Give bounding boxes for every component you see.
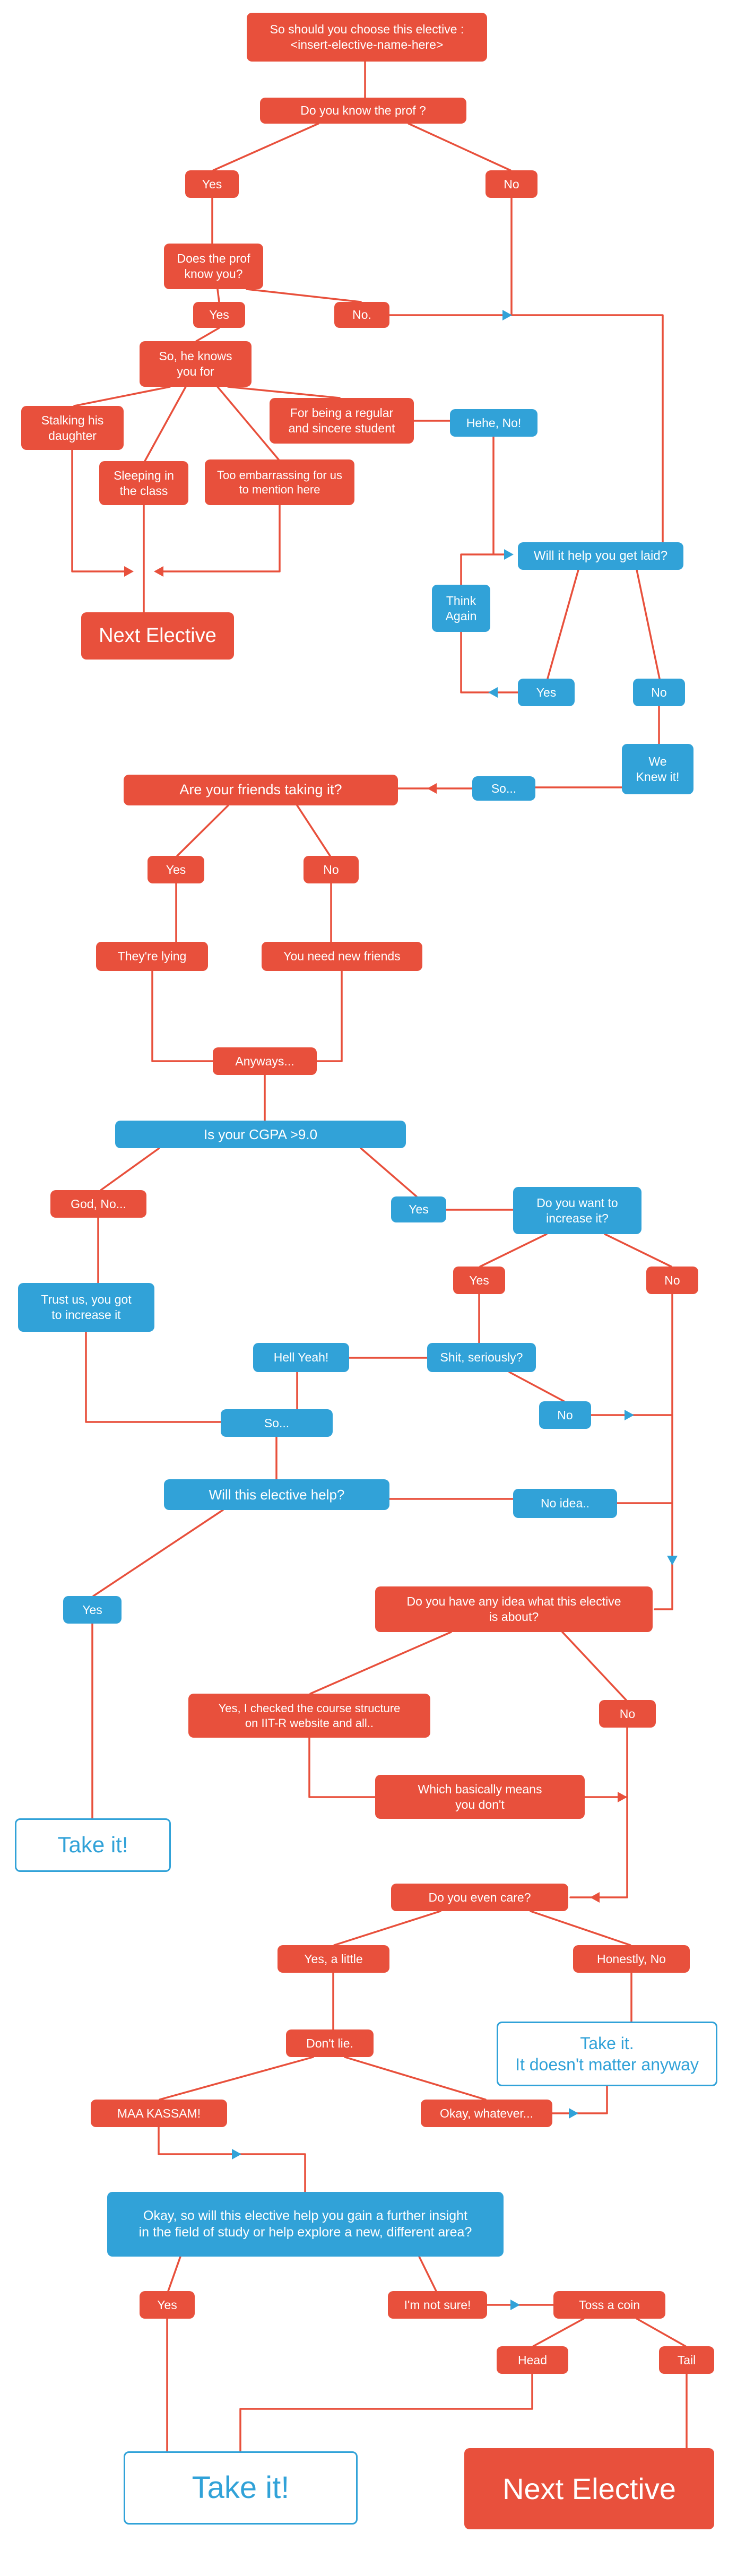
node-yes-increase: Yes: [453, 1267, 505, 1294]
node-want-increase: Do you want to increase it?: [513, 1187, 641, 1234]
node-no-friends: No: [304, 856, 359, 883]
node-toss-a-coin: Toss a coin: [553, 2291, 665, 2319]
node-anyways: Anyways...: [213, 1047, 317, 1075]
node-get-laid: Will it help you get laid?: [518, 542, 683, 570]
node-know-prof: Do you know the prof ?: [260, 98, 466, 124]
node-no-idea: No idea..: [513, 1489, 617, 1518]
node-next-elective-final: Next Elective: [464, 2448, 714, 2529]
node-next-elective-1: Next Elective: [81, 612, 234, 660]
node-hehe-no: Hehe, No!: [450, 409, 537, 437]
node-hell-yeah: Hell Yeah!: [253, 1343, 349, 1372]
node-theyre-lying: They're lying: [96, 942, 208, 971]
node-no-prof-knows: No.: [334, 302, 389, 328]
node-friends-taking: Are your friends taking it?: [124, 775, 398, 805]
node-head: Head: [497, 2346, 568, 2374]
node-even-care: Do you even care?: [391, 1884, 568, 1911]
node-further-insight: Okay, so will this elective help you gai…: [107, 2192, 504, 2257]
node-sleeping-class: Sleeping in the class: [99, 461, 188, 505]
node-prof-know-you: Does the prof know you?: [164, 244, 263, 289]
node-yes-know-prof: Yes: [185, 170, 239, 198]
node-take-it-final: Take it!: [124, 2451, 358, 2525]
node-think-again: Think Again: [432, 585, 490, 632]
node-any-idea-about: Do you have any idea what this elective …: [375, 1586, 653, 1632]
node-take-it-2: Take it. It doesn't matter anyway: [497, 2022, 717, 2086]
node-honestly-no: Honestly, No: [573, 1945, 690, 1973]
node-checked-structure: Yes, I checked the course structure on I…: [188, 1694, 430, 1738]
node-regular-student: For being a regular and sincere student: [270, 398, 414, 444]
node-yes-will-help: Yes: [63, 1596, 122, 1624]
node-no-know-prof: No: [485, 170, 537, 198]
node-need-new-friends: You need new friends: [262, 942, 422, 971]
node-stalking-daughter: Stalking his daughter: [21, 406, 124, 450]
node-okay-whatever: Okay, whatever...: [421, 2100, 552, 2127]
node-god-no: God, No...: [50, 1190, 146, 1218]
node-not-sure: I'm not sure!: [388, 2291, 487, 2319]
node-no-seriously: No: [539, 1401, 591, 1429]
node-we-knew-it: We Knew it!: [622, 744, 693, 794]
node-will-elective-help: Will this elective help?: [164, 1479, 389, 1510]
node-yes-insight: Yes: [140, 2291, 195, 2319]
node-no-idea-about: No: [599, 1700, 656, 1728]
node-yes-cgpa: Yes: [391, 1196, 446, 1222]
node-maa-kassam: MAA KASSAM!: [91, 2100, 227, 2127]
node-yes-prof-knows: Yes: [193, 302, 245, 328]
node-knows-you-for: So, he knows you for: [140, 341, 252, 387]
node-no-get-laid: No: [633, 679, 685, 706]
node-too-embarrassing: Too embarrassing for us to mention here: [205, 459, 354, 505]
node-yes-friends: Yes: [148, 856, 204, 883]
node-so-2: So...: [221, 1409, 333, 1437]
blue-arrowheads: [232, 310, 678, 2310]
node-cgpa: Is your CGPA >9.0: [115, 1121, 406, 1148]
node-take-it-1: Take it!: [15, 1818, 171, 1872]
node-no-increase: No: [646, 1267, 698, 1294]
node-dont-lie: Don't lie.: [286, 2029, 374, 2057]
node-trust-us: Trust us, you got to increase it: [18, 1283, 154, 1332]
node-shit-seriously: Shit, seriously?: [427, 1343, 536, 1372]
node-tail: Tail: [659, 2346, 714, 2374]
node-title: So should you choose this elective : <in…: [247, 13, 487, 62]
node-yes-a-little: Yes, a little: [278, 1945, 389, 1973]
node-yes-get-laid: Yes: [518, 679, 575, 706]
node-basically-means: Which basically means you don't: [375, 1775, 585, 1819]
node-so-1: So...: [472, 776, 535, 801]
red-arrowheads: [124, 566, 627, 1903]
